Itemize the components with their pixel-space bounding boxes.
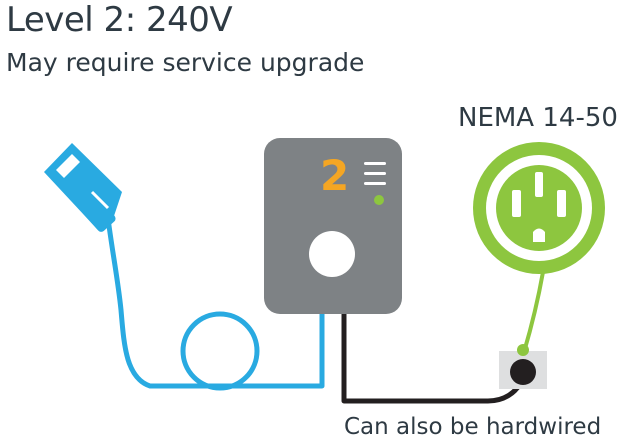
ev-connector-icon <box>44 143 122 232</box>
hardwired-label: Can also be hardwired <box>344 414 602 440</box>
blue-cable <box>105 215 325 391</box>
outlet-label: NEMA 14-50 <box>458 103 618 133</box>
page-title: Level 2: 240V <box>6 0 233 40</box>
outlet-icon <box>473 142 605 274</box>
charger-status-light <box>374 195 384 205</box>
charger-port <box>309 231 355 277</box>
page-subtitle: May require service upgrade <box>6 48 365 77</box>
hardwire-cable <box>341 297 523 404</box>
outlet-cord <box>522 270 545 354</box>
charger-unit-icon: 2 <box>264 138 402 314</box>
junction-box-icon <box>499 344 547 389</box>
charger-level-number: 2 <box>320 151 349 200</box>
